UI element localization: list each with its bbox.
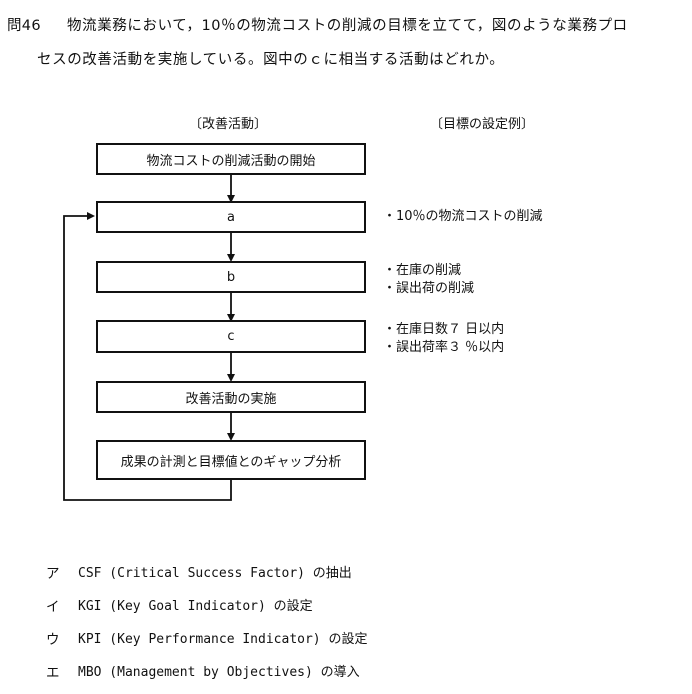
step-implement-box: 改善活動の実施 (96, 381, 366, 413)
example-b: ・在庫の削減 ・誤出荷の削減 (383, 262, 474, 298)
option-letter: ウ (46, 631, 60, 648)
example-b-line-2: ・誤出荷の削減 (383, 281, 475, 296)
option-text: KGI (Key Goal Indicator) の設定 (78, 599, 313, 614)
improvement-activity-header: 〔改善活動〕 (189, 117, 268, 132)
step-measure-box: 成果の計測と目標値とのギャップ分析 (96, 440, 366, 480)
step-a-box: a (96, 201, 366, 233)
option-text: CSF (Critical Success Factor) の抽出 (78, 566, 352, 581)
option-a[interactable]: ア CSF (Critical Success Factor) の抽出 (46, 555, 367, 588)
example-c-line-1: ・在庫日数７ 日以内 (383, 322, 505, 337)
option-letter: イ (46, 598, 60, 615)
question-text-line-1: 物流業務において，10％の物流コストの削減の目標を立てて，図のような業務プロ (67, 18, 628, 34)
answer-options: ア CSF (Critical Success Factor) の抽出 イ KG… (46, 555, 367, 687)
example-a: ・10％の物流コストの削減 (383, 208, 543, 226)
step-start-box: 物流コストの削減活動の開始 (96, 143, 366, 175)
example-c: ・在庫日数７ 日以内 ・誤出荷率３ ％以内 (383, 321, 504, 357)
option-letter: エ (46, 664, 60, 681)
option-u[interactable]: ウ KPI (Key Performance Indicator) の設定 (46, 621, 367, 654)
example-b-line-1: ・在庫の削減 (383, 263, 462, 278)
step-b-box: b (96, 261, 366, 293)
feedback-loop-arrow (63, 212, 232, 501)
example-a-line-1: ・10％の物流コストの削減 (383, 209, 543, 224)
option-text: KPI (Key Performance Indicator) の設定 (78, 632, 368, 647)
target-example-header: 〔目標の設定例〕 (430, 117, 535, 132)
step-c-box: c (96, 320, 366, 353)
option-i[interactable]: イ KGI (Key Goal Indicator) の設定 (46, 588, 367, 621)
question-number: 問46 (7, 18, 41, 34)
option-e[interactable]: エ MBO (Management by Objectives) の導入 (46, 654, 367, 687)
option-text: MBO (Management by Objectives) の導入 (78, 665, 360, 680)
example-c-line-2: ・誤出荷率３ ％以内 (383, 340, 505, 355)
question-text-line-2: セスの改善活動を実施している。図中のｃに相当する活動はどれか。 (37, 52, 505, 68)
option-letter: ア (46, 565, 60, 582)
